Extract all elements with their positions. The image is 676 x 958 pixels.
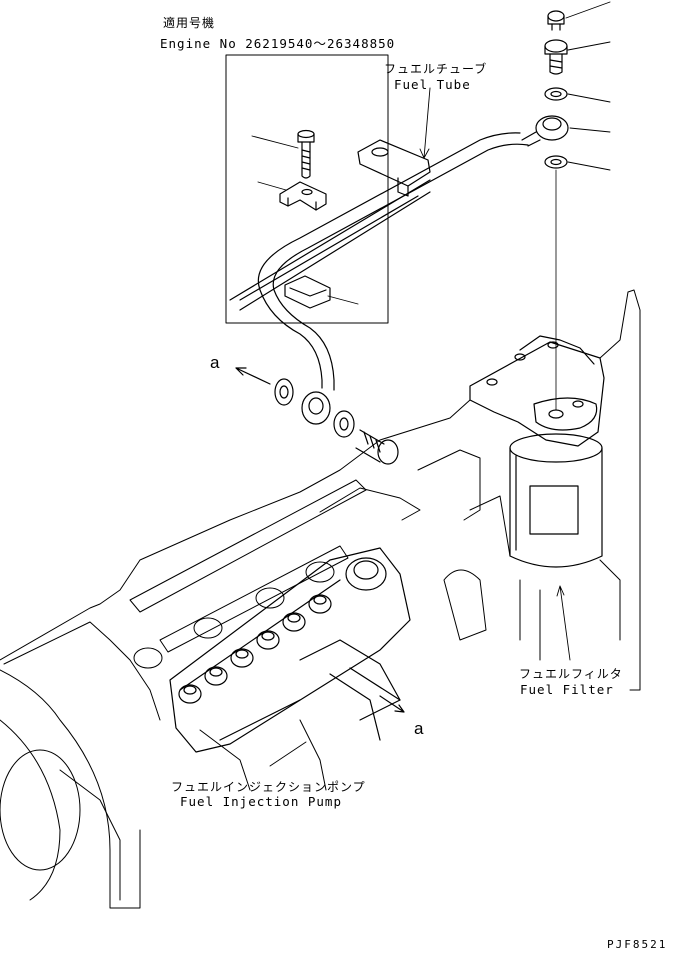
ref-letter-a-right: a xyxy=(414,719,424,738)
fuel-filter-label-en: Fuel Filter xyxy=(520,682,614,697)
tube-end-fittings xyxy=(274,378,399,465)
filter-leader xyxy=(556,585,571,661)
inset-lower-clip xyxy=(284,275,331,309)
filter-head xyxy=(469,335,605,447)
inset-clip xyxy=(279,181,327,211)
ref-arrow-right xyxy=(379,695,405,713)
engine-block xyxy=(0,289,641,909)
tube-support-rails xyxy=(229,179,431,311)
fuel-tube-bracket xyxy=(357,139,431,197)
fuel-filter-label-jp: フュエルフィルタ xyxy=(519,667,623,681)
fuel-injection-pump-label-en: Fuel Injection Pump xyxy=(180,794,342,809)
ref-arrow-left xyxy=(235,367,271,385)
inset-leader-lines xyxy=(251,135,359,305)
fuel-tube-label-jp: フュエルチューブ xyxy=(384,62,488,76)
detail-inset-box xyxy=(225,54,389,324)
fuel-injection-pump-label-jp: フュエルインジェクションポンプ xyxy=(171,780,366,794)
fuel-injection-pump xyxy=(169,547,411,753)
applicability-title: 適用号機 xyxy=(163,16,216,30)
fuel-tube-leader xyxy=(419,87,431,159)
banjo-fitting-top xyxy=(521,115,569,147)
inset-bolt xyxy=(297,129,315,179)
fuel-filter xyxy=(509,433,603,568)
ref-letter-a-left: a xyxy=(210,353,220,372)
hardware-leader-lines xyxy=(565,1,611,171)
exploded-hardware xyxy=(544,10,568,169)
fuel-tube xyxy=(257,132,529,391)
fuel-tube-label-en: Fuel Tube xyxy=(394,77,471,92)
drawing-code: PJF8521 xyxy=(607,938,668,951)
pump-leader xyxy=(269,741,307,767)
engine-number-range: Engine No 26219540～26348850 xyxy=(160,36,396,51)
